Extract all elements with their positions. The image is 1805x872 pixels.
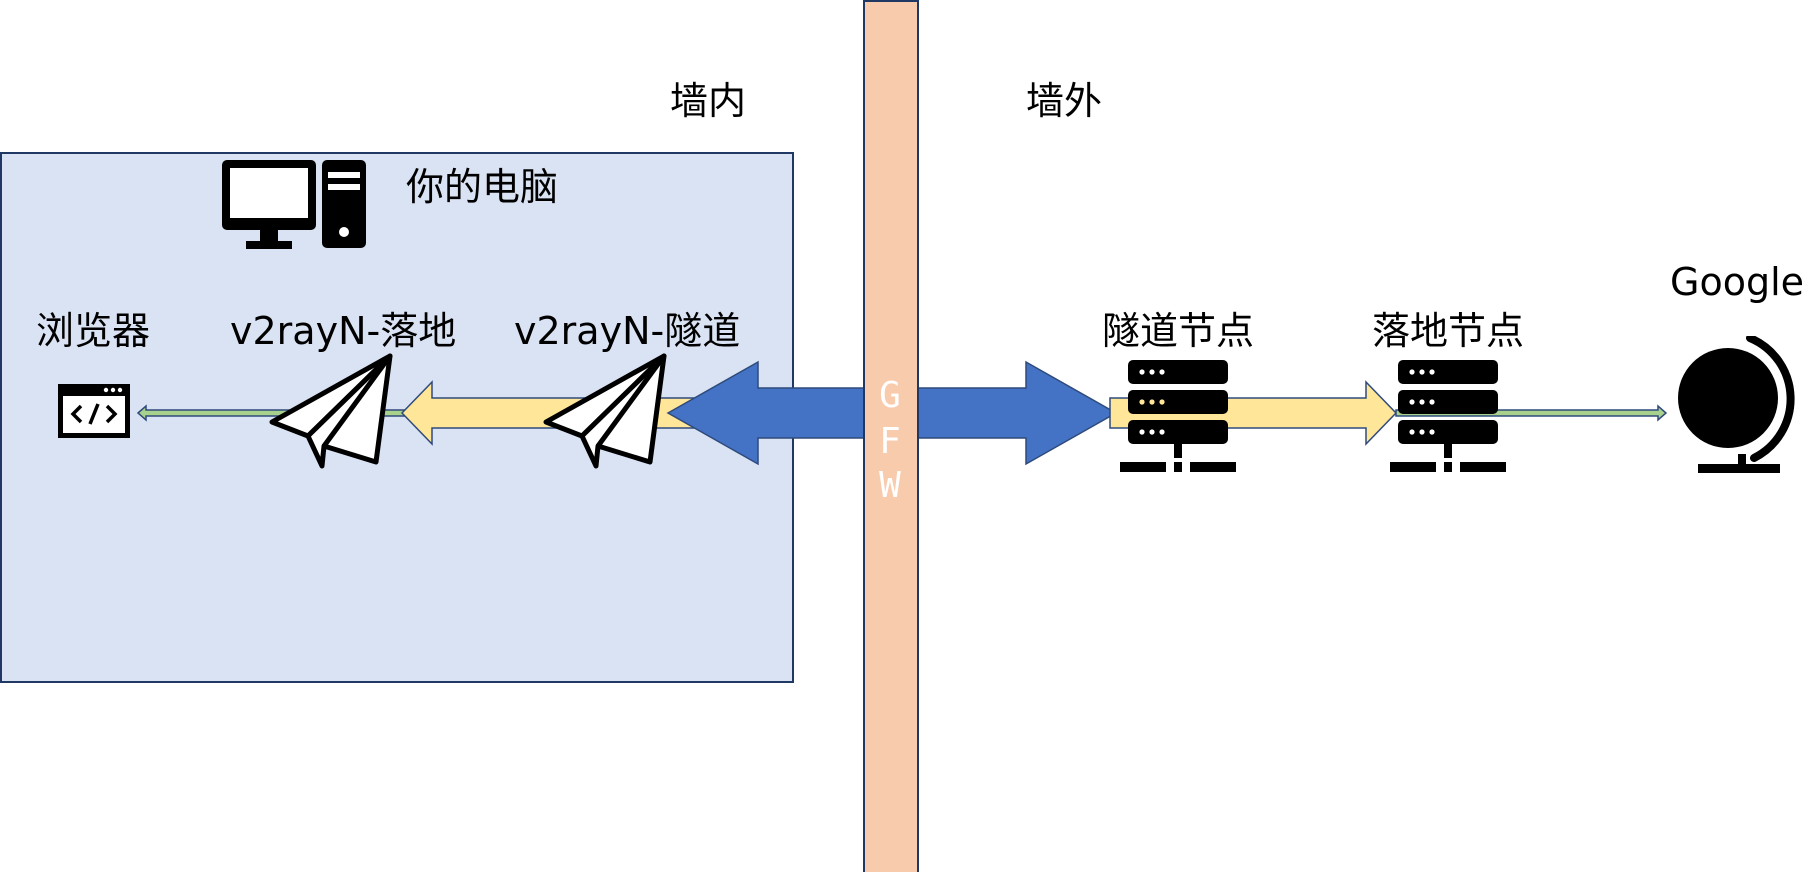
- gfw-wall: [863, 0, 919, 872]
- paper-plane-icon: [269, 353, 393, 469]
- blue-arrow-outside: [917, 360, 1118, 466]
- paper-plane-icon: [543, 353, 667, 469]
- globe-icon: [1678, 336, 1795, 473]
- gfw-letter-f: F: [879, 421, 901, 462]
- gfw-letter-w: W: [879, 465, 901, 506]
- label-outside-wall: 墙外: [1026, 79, 1103, 123]
- label-your-computer: 你的电脑: [406, 165, 559, 209]
- green-arrow-google: [1395, 404, 1668, 422]
- desktop-computer-icon: [222, 160, 366, 249]
- browser-code-icon: [58, 384, 130, 438]
- label-v2rayn-tunnel: v2rayN-隧道: [514, 309, 741, 353]
- gfw-letter-g: G: [879, 375, 901, 416]
- server-icon: [1390, 360, 1506, 472]
- label-inside-wall: 墙内: [670, 79, 747, 123]
- label-browser: 浏览器: [36, 309, 151, 353]
- label-v2rayn-landing: v2rayN-落地: [230, 309, 457, 353]
- label-google: Google: [1670, 260, 1805, 304]
- label-landing-node: 落地节点: [1372, 309, 1525, 353]
- server-icon: [1120, 360, 1236, 472]
- label-tunnel-node: 隧道节点: [1102, 309, 1255, 353]
